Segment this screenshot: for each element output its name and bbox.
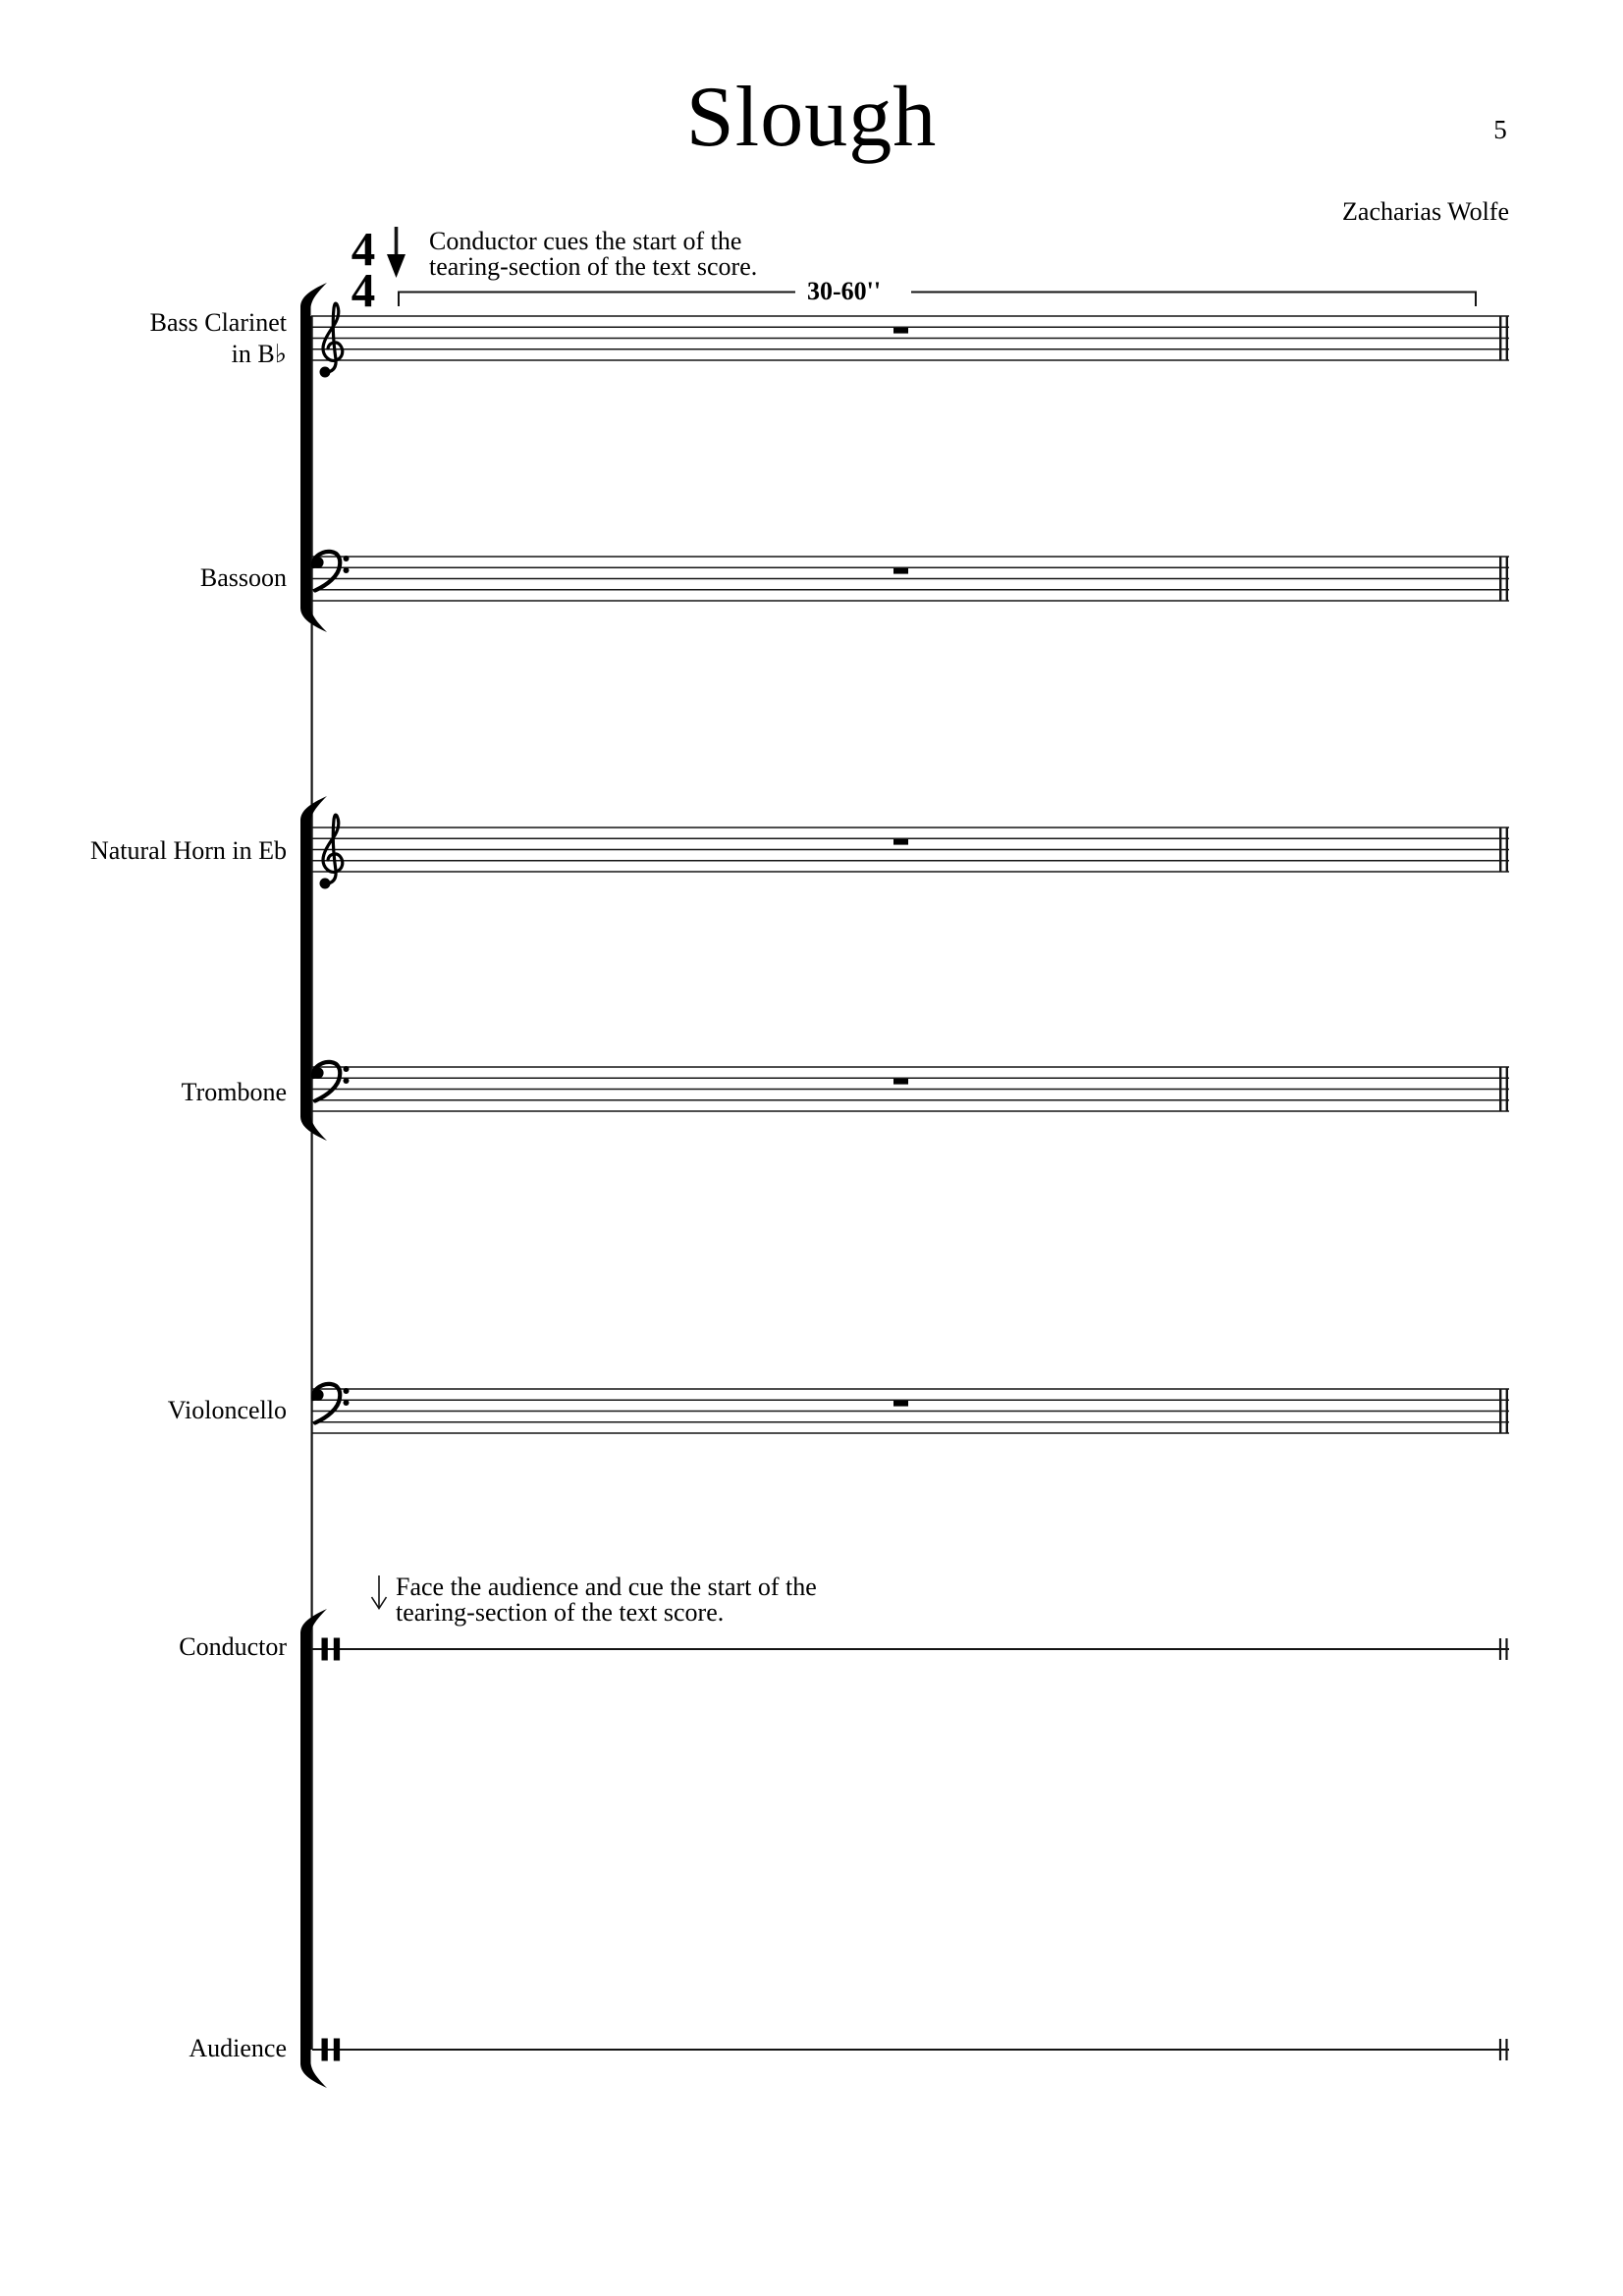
- staff-bassoon: [310, 549, 1509, 602]
- staff-label-bassoon: Bassoon: [199, 563, 287, 592]
- end-double-bar-icon: [1498, 2039, 1508, 2060]
- whole-rest-icon: [893, 1401, 908, 1407]
- composer-name: Zacharias Wolfe: [1342, 197, 1509, 226]
- staff-lines: [311, 556, 1509, 602]
- group-bracket-winds: [300, 283, 327, 632]
- staff-label-line: Bass Clarinet: [149, 308, 287, 337]
- final-barline: [1498, 1389, 1509, 1433]
- staff-lines: [311, 827, 1509, 873]
- page-title: Slough: [685, 70, 938, 165]
- staff-conductor: [312, 1637, 1509, 1661]
- staff-natural-horn: [311, 813, 1509, 889]
- staff-label-trombone: Trombone: [181, 1078, 287, 1106]
- conductor-cue-line-2: tearing-section of the text score.: [429, 252, 758, 281]
- staff-lines: [311, 315, 1509, 361]
- audience-cue-line-2: tearing-section of the text score.: [396, 1598, 725, 1627]
- bass-clef-icon: [310, 1381, 350, 1425]
- final-barline: [1498, 557, 1509, 601]
- treble-clef-icon: [319, 813, 345, 889]
- time-signature-denominator: 4: [351, 263, 376, 317]
- down-arrow-thin-icon: [370, 1575, 388, 1610]
- treble-clef-icon: [319, 301, 345, 378]
- staff-label-natural-horn: Natural Horn in Eb: [89, 836, 287, 865]
- audience-cue-line-1: Face the audience and cue the start of t…: [396, 1573, 817, 1601]
- staff-bass-clarinet: [311, 301, 1509, 378]
- staff-label-bass-clarinet: Bass Clarinet in B♭: [39, 307, 287, 370]
- staff-label-audience: Audience: [189, 2034, 287, 2062]
- bass-clef-icon: [310, 1059, 350, 1103]
- end-double-bar-icon: [1498, 1638, 1508, 1660]
- start-double-bar-icon: [321, 1637, 341, 1661]
- group-bracket-brass: [300, 796, 327, 1141]
- bass-clef-icon: [310, 549, 350, 593]
- final-barline: [1498, 316, 1509, 360]
- duration-bracket: [398, 291, 1477, 306]
- staff-trombone: [310, 1059, 1509, 1112]
- staff-audience: [312, 2038, 1509, 2061]
- staff-lines: [311, 1066, 1509, 1112]
- staff-label-line: in B♭: [231, 340, 287, 368]
- audience-cue-annotation: Face the audience and cue the start of t…: [396, 1575, 817, 1626]
- staff-label-conductor: Conductor: [179, 1632, 287, 1661]
- down-arrow-bold-icon: [387, 227, 406, 278]
- staff-label-violoncello: Violoncello: [167, 1396, 287, 1424]
- conductor-cue-annotation: Conductor cues the start of the tearing-…: [429, 229, 757, 280]
- whole-rest-icon: [893, 839, 908, 845]
- duration-label: 30-60'': [807, 277, 882, 305]
- whole-rest-icon: [893, 568, 908, 574]
- staff-violoncello: [310, 1381, 1509, 1434]
- time-signature-numerator: 4: [351, 222, 376, 276]
- final-barline: [1498, 1067, 1509, 1111]
- page-number: 5: [1493, 115, 1507, 144]
- conductor-cue-line-1: Conductor cues the start of the: [429, 227, 742, 255]
- staff-lines: [311, 1388, 1509, 1434]
- whole-rest-icon: [893, 1079, 908, 1085]
- start-double-bar-icon: [321, 2038, 341, 2061]
- whole-rest-icon: [893, 328, 908, 334]
- final-barline: [1498, 828, 1509, 872]
- group-bracket-conductor-audience: [300, 1609, 327, 2088]
